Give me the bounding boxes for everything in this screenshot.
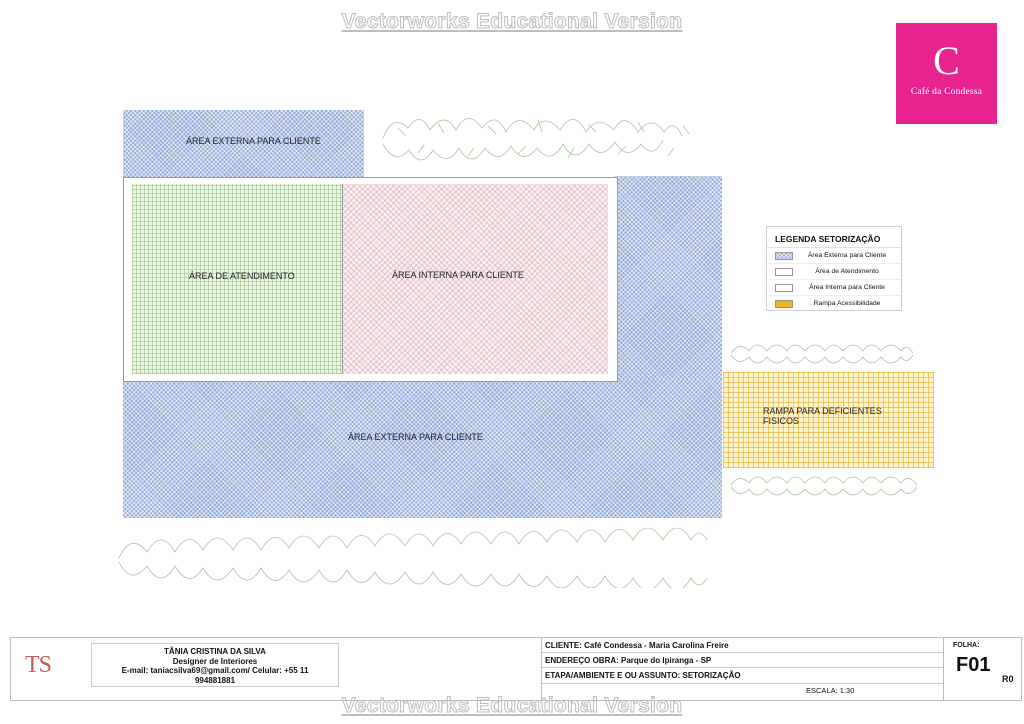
ts-logo-initials: TS — [25, 652, 52, 678]
zone-external-top-label: ÁREA EXTERNA PARA CLIENTE — [186, 136, 321, 146]
legend: LEGENDA SETORIZAÇÃO Área Externa para Cl… — [766, 226, 902, 311]
revision: R0 — [1002, 674, 1014, 684]
designer-contact: E-mail: taniacsilva69@gmail.com/ Celular… — [121, 666, 309, 675]
zone-service — [132, 184, 342, 374]
designer-role: Designer de Interiores — [172, 656, 258, 666]
zone-external-bottom-label: ÁREA EXTERNA PARA CLIENTE — [348, 432, 483, 442]
zone-internal — [343, 184, 608, 374]
zone-service-label: ÁREA DE ATENDIMENTO — [189, 271, 295, 281]
partition-wall — [342, 184, 343, 374]
vegetation-right-bottom — [730, 476, 918, 496]
vegetation-top — [382, 118, 690, 161]
vegetation-right-top — [730, 344, 914, 364]
stage-row: ETAPA/AMBIENTE E OU ASSUNTO: SETORIZAÇÃO — [545, 671, 741, 680]
client-label: CLIENTE: — [545, 641, 582, 650]
divider — [541, 638, 542, 700]
designer-box: TÂNIA CRISTINA DA SILVA Designer de Inte… — [91, 643, 339, 687]
legend-swatch — [775, 283, 793, 292]
cafe-logo: C Café da Condessa — [896, 23, 997, 124]
legend-label: Rampa Acessibilidade — [813, 300, 881, 307]
stage-label: ETAPA/AMBIENTE E OU ASSUNTO: — [545, 671, 681, 680]
zone-internal-label: ÁREA INTERNA PARA CLIENTE — [392, 270, 524, 280]
legend-label: Área Externa para Cliente — [807, 252, 887, 259]
divider — [542, 652, 944, 653]
divider — [542, 667, 944, 668]
zone-ramp-label-line1: RAMPA PARA DEFICIENTES — [763, 406, 882, 416]
scale: ESCALA: 1:30 — [806, 686, 855, 695]
legend-swatch — [775, 267, 793, 276]
legend-item: Área Interna para Cliente — [767, 280, 901, 296]
zone-external-top — [123, 110, 364, 178]
client-row: CLIENTE: Café Condessa - Maria Carolina … — [545, 641, 729, 650]
designer-phone: 994881881 — [194, 675, 236, 685]
zone-ramp-label: RAMPA PARA DEFICIENTES FISICOS — [763, 406, 882, 426]
legend-item: Área Externa para Cliente — [767, 248, 901, 264]
logo-letter: C — [933, 38, 960, 83]
legend-item: Rampa Acessibilidade — [767, 296, 901, 311]
legend-item: Área de Atendimento — [767, 264, 901, 280]
zone-external-right — [614, 176, 722, 381]
zone-external-bottom — [123, 380, 722, 518]
sheet-label: FOLHA: — [953, 642, 980, 649]
client-value: Café Condessa - Maria Carolina Freire — [584, 641, 729, 650]
ts-logo: TS — [25, 652, 75, 684]
sheet-number: F01 — [956, 654, 991, 676]
address-label: ENDEREÇO OBRA: — [545, 656, 619, 665]
stage-value: SETORIZAÇÃO — [682, 671, 741, 680]
zone-ramp-label-line2: FISICOS — [763, 416, 800, 426]
divider — [943, 638, 944, 700]
divider — [542, 683, 944, 684]
title-block: TS TÂNIA CRISTINA DA SILVA Designer de I… — [10, 637, 1022, 701]
legend-swatch — [775, 251, 793, 260]
watermark-bottom: Vectorworks Educational Version — [341, 694, 683, 718]
logo-name: Café da Condessa — [910, 87, 983, 97]
legend-label: Área Interna para Cliente — [809, 284, 885, 291]
legend-label: Área de Atendimento — [815, 268, 879, 275]
legend-title: LEGENDA SETORIZAÇÃO — [767, 227, 901, 248]
address-row: ENDEREÇO OBRA: Parque do Ipiranga - SP — [545, 656, 711, 665]
zone-ramp — [723, 372, 934, 468]
legend-swatch — [775, 299, 793, 308]
vegetation-bottom — [118, 528, 708, 588]
designer-name: TÂNIA CRISTINA DA SILVA — [164, 647, 266, 656]
address-value: Parque do Ipiranga - SP — [621, 656, 712, 665]
watermark-top: Vectorworks Educational Version — [341, 10, 683, 34]
